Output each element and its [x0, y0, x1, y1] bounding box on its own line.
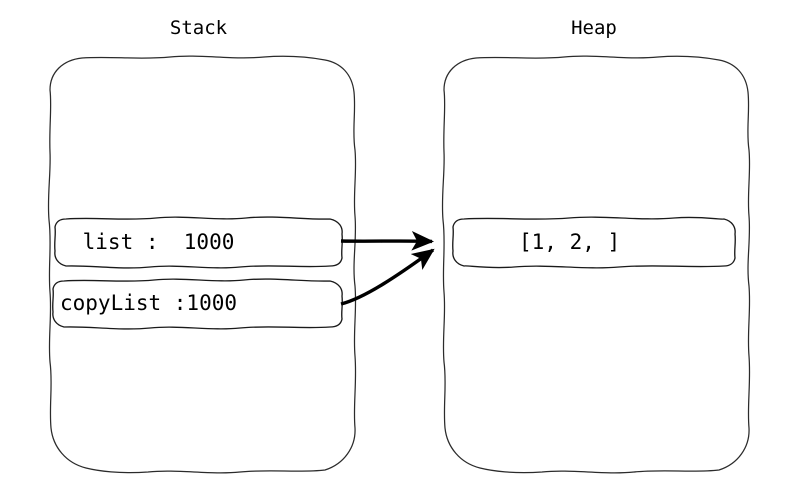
heap-region-title: Heap: [571, 17, 617, 39]
copylist-slot-text: copyList :1000: [60, 291, 238, 315]
heap-object-slot-text: [1, 2, ]: [519, 230, 621, 254]
heap-object-slot-hit-area[interactable]: [452, 218, 736, 267]
copylist-to-heap-arrow: [340, 248, 435, 306]
list-slot-box[interactable]: [54, 216, 343, 269]
copylist-slot-box[interactable]: [52, 278, 343, 330]
list-slot-text: list : 1000: [70, 230, 235, 254]
copylist-slot-hit-area[interactable]: [52, 280, 343, 328]
heap-object-slot-box[interactable]: [452, 216, 736, 269]
list-slot-hit-area[interactable]: [54, 218, 343, 267]
stack-region-title: Stack: [169, 17, 228, 39]
